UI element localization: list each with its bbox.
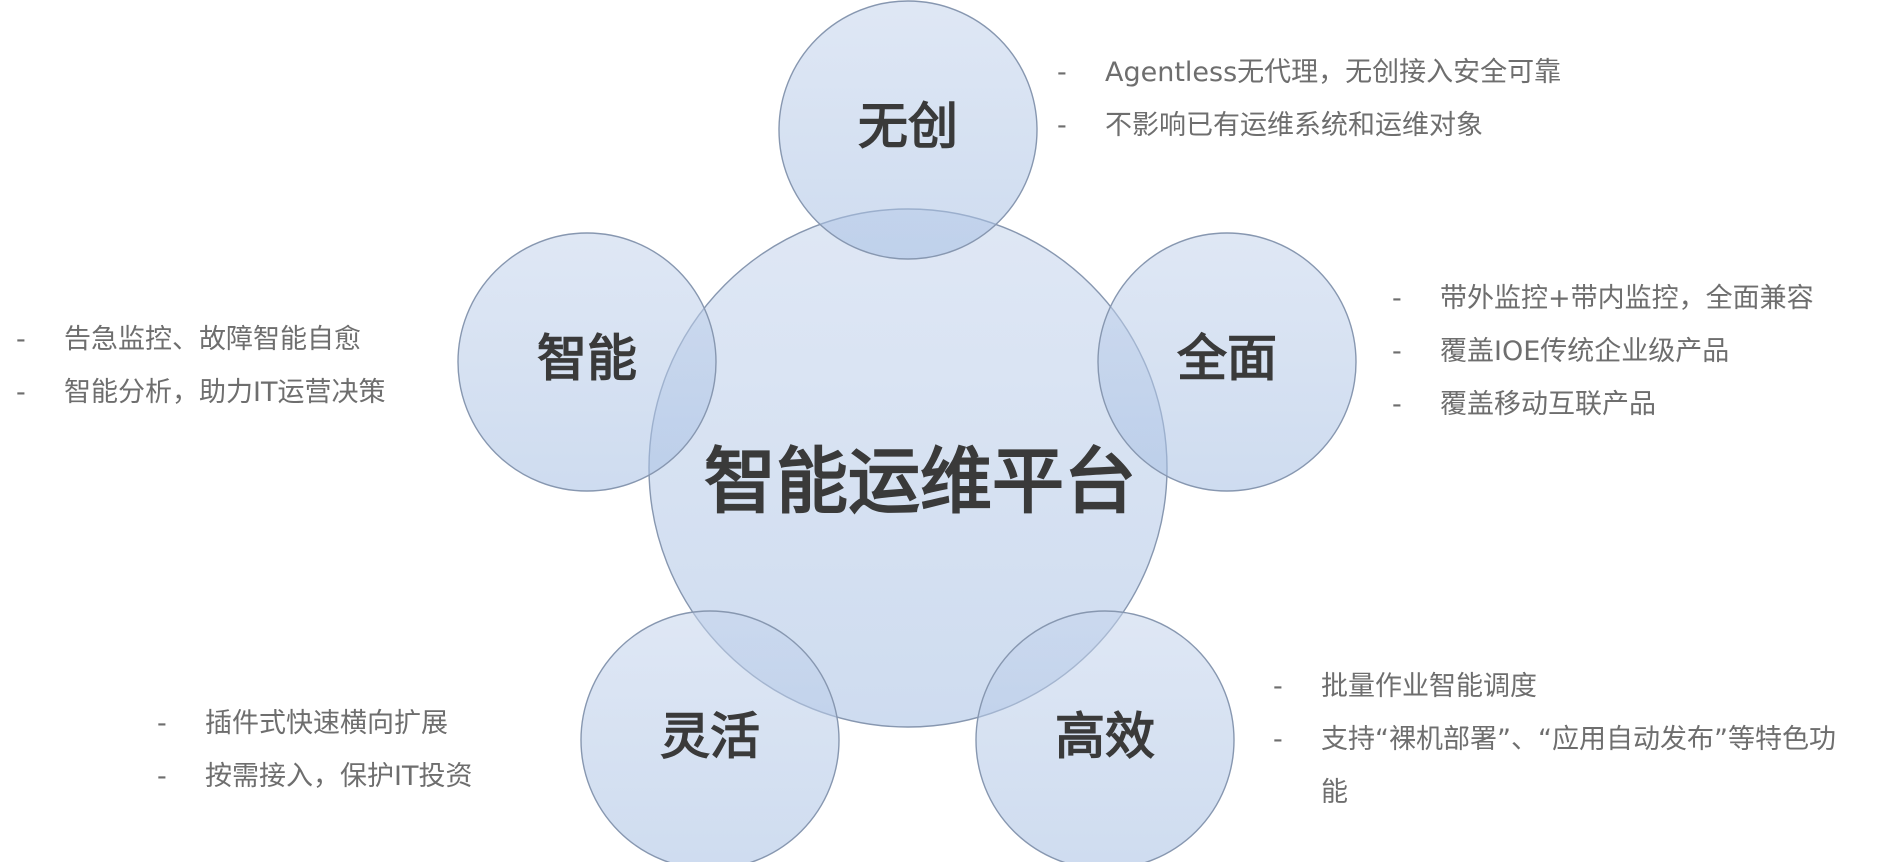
bullet-marker: - [16,377,26,408]
bullet-item: - 支持“裸机部署”、“应用自动发布”等特色功能 [1273,713,1841,819]
bullet-item: - 告急监控、故障智能自愈 [16,313,385,366]
bullet-marker: - [1273,671,1283,702]
bullet-text: 覆盖移动互联产品 [1440,389,1656,420]
bullet-text: 覆盖IOE传统企业级产品 [1440,336,1730,367]
bullets-quanmian: - 带外监控+带内监控，全面兼容 - 覆盖IOE传统企业级产品 - 覆盖移动互联… [1392,272,1814,431]
bullets-zhineng: - 告急监控、故障智能自愈 - 智能分析，助力IT运营决策 [16,313,385,419]
bullet-marker: - [157,761,167,792]
bullets-linghuo: - 插件式快速横向扩展 - 按需接入，保护IT投资 [157,697,472,803]
bullets-gaoxiao: - 批量作业智能调度 - 支持“裸机部署”、“应用自动发布”等特色功能 [1273,660,1841,819]
node-title-zhineng: 智能 [537,330,637,388]
center-title: 智能运维平台 [704,440,1136,524]
node-title-gaoxiao: 高效 [1055,708,1155,766]
bullet-marker: - [157,708,167,739]
bullet-text: 带外监控+带内监控，全面兼容 [1440,283,1814,314]
bullet-text: Agentless无代理，无创接入安全可靠 [1105,57,1562,88]
bullet-marker: - [1392,389,1402,420]
bullet-marker: - [1392,283,1402,314]
bullet-text: 不影响已有运维系统和运维对象 [1105,110,1483,141]
bullet-item: - 覆盖移动互联产品 [1392,378,1814,431]
node-circle-quanmian [1097,232,1357,492]
bullet-text: 告急监控、故障智能自愈 [64,324,361,355]
node-circle-gaoxiao [975,610,1235,862]
bullet-text: 插件式快速横向扩展 [205,708,448,739]
bullet-text: 按需接入，保护IT投资 [205,761,473,792]
bullet-item: - 带外监控+带内监控，全面兼容 [1392,272,1814,325]
bullet-item: - 批量作业智能调度 [1273,660,1841,713]
node-circle-wuchuang [778,0,1038,260]
bullet-item: - 不影响已有运维系统和运维对象 [1057,99,1561,152]
bullet-marker: - [1392,336,1402,367]
bullet-item: - 覆盖IOE传统企业级产品 [1392,325,1814,378]
bullet-text: 智能分析，助力IT运营决策 [64,377,386,408]
bullets-wuchuang: - Agentless无代理，无创接入安全可靠 - 不影响已有运维系统和运维对象 [1057,46,1561,152]
bullet-marker: - [1057,57,1067,88]
bullet-item: - 智能分析，助力IT运营决策 [16,366,385,419]
node-title-wuchuang: 无创 [858,98,958,156]
node-title-quanmian: 全面 [1176,330,1277,388]
bullet-item: - Agentless无代理，无创接入安全可靠 [1057,46,1561,99]
bullet-item: - 插件式快速横向扩展 [157,697,472,750]
node-circle-linghuo [580,610,840,862]
bullet-item: - 按需接入，保护IT投资 [157,750,472,803]
bullet-text: 支持“裸机部署”、“应用自动发布”等特色功能 [1321,724,1836,808]
bullet-marker: - [1273,724,1283,755]
node-title-linghuo: 灵活 [660,708,760,766]
bullet-text: 批量作业智能调度 [1321,671,1537,702]
bullet-marker: - [1057,110,1067,141]
bullet-marker: - [16,324,26,355]
node-circle-zhineng [457,232,717,492]
